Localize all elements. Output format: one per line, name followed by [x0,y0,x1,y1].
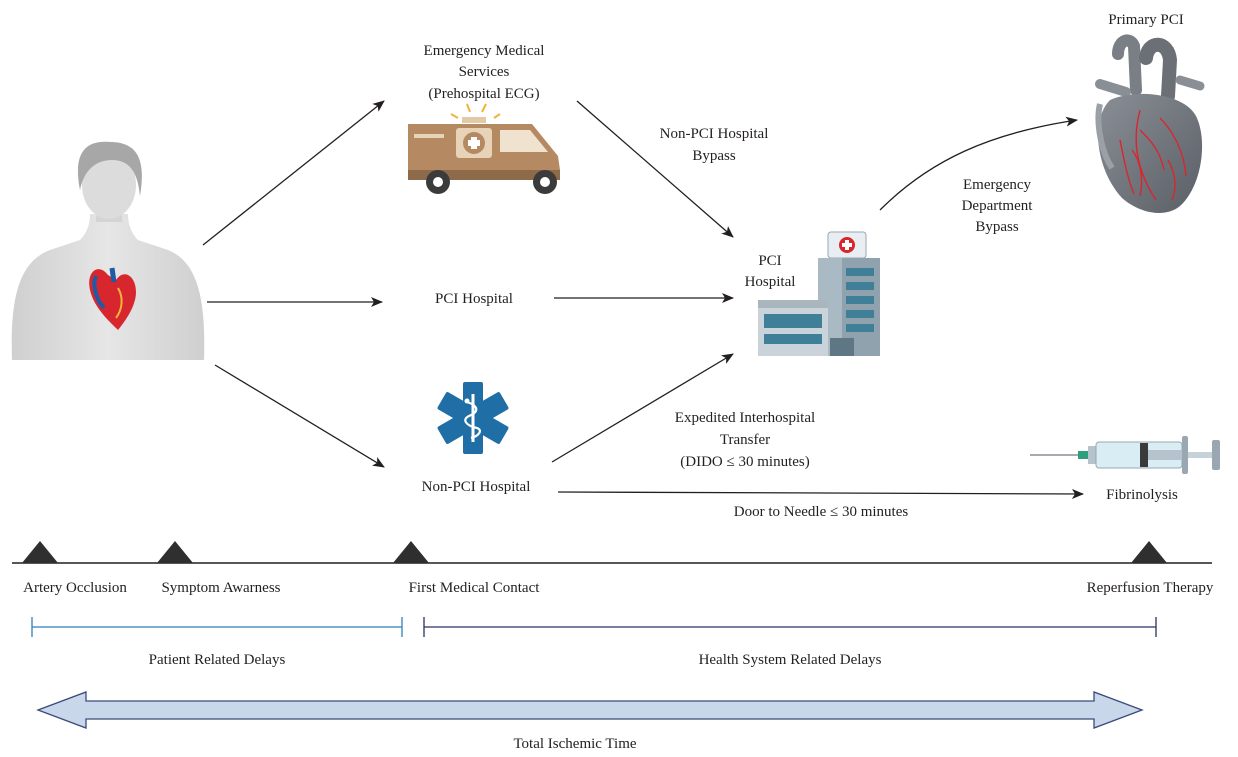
pci-hospital-mid-label: PCI Hospital [435,291,513,307]
system-delays-label: Health System Related Delays [699,652,882,668]
arrow-nonpci-to-fibrinolysis [557,488,1084,499]
timeline [12,541,1212,564]
hospital-building-icon [758,231,880,356]
arrow-pcihospital-to-primarypci [879,116,1078,211]
ems-label-line2: Services [459,64,510,80]
patient-figure [11,141,205,360]
arrow-ems-to-pcihospital [576,100,734,238]
arrow-nonpci-to-pcihospital [551,353,734,463]
pci-hospital-dest-line2: Hospital [745,274,796,290]
ambulance-icon [408,103,560,194]
event-reperfusion-therapy: Reperfusion Therapy [1087,580,1214,596]
transfer-label-line3: (DIDO ≤ 30 minutes) [680,454,809,470]
syringe-icon [1030,436,1220,474]
timeline-marker-first-contact [393,541,429,563]
door-needle-label: Door to Needle ≤ 30 minutes [734,504,909,520]
pci-hospital-dest-line1: PCI [758,253,781,269]
event-first-medical-contact: First Medical Contact [409,580,541,596]
star-of-life-icon [437,382,509,454]
ed-bypass-line3: Bypass [975,219,1019,235]
patient-heart-icon [89,267,136,330]
bypass-label-line1: Non-PCI Hospital [660,126,769,142]
timeline-marker-artery-occlusion [22,541,58,563]
total-ischemic-time-label: Total Ischemic Time [513,736,636,752]
arrow-patient-to-nonpci [214,364,385,468]
ed-bypass-line2: Department [962,198,1034,214]
fibrinolysis-label: Fibrinolysis [1106,487,1178,503]
total-ischemic-time-arrow [36,691,1144,729]
arrow-patient-to-ems [202,100,385,246]
timeline-marker-reperfusion [1131,541,1167,563]
ems-label-line3: (Prehospital ECG) [428,86,539,102]
transfer-label-line1: Expedited Interhospital [675,410,815,426]
heart-anatomy-icon [1095,34,1205,213]
transfer-label-line2: Transfer [720,432,770,448]
ed-bypass-line1: Emergency [963,177,1032,193]
bypass-label-line2: Bypass [692,148,736,164]
non-pci-hospital-label: Non-PCI Hospital [422,479,531,495]
event-artery-occlusion: Artery Occlusion [23,580,127,596]
patient-delays-bracket [31,617,403,637]
flow-arrows [202,100,1084,499]
event-symptom-awareness: Symptom Awarness [161,580,280,596]
ems-label-line1: Emergency Medical [424,43,545,59]
system-delays-bracket [423,617,1157,637]
primary-pci-label: Primary PCI [1108,12,1183,28]
timeline-marker-symptom-awareness [157,541,193,563]
patient-delays-label: Patient Related Delays [149,652,286,668]
